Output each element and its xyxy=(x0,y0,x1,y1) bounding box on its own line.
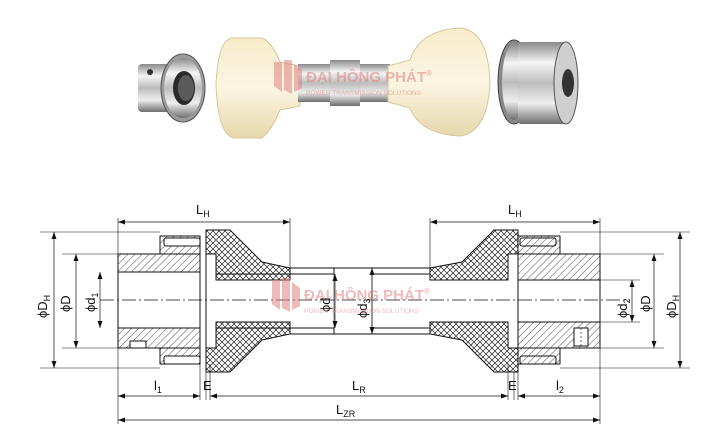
label-e-right: E xyxy=(508,378,517,393)
label-lr: LR xyxy=(352,378,366,395)
logo-icon xyxy=(274,60,302,94)
right-spider-image xyxy=(387,27,491,137)
label-l1: l1 xyxy=(154,378,162,395)
right-hub-section xyxy=(517,235,601,365)
shaft-section xyxy=(216,267,430,335)
product-photo xyxy=(138,27,579,139)
technical-drawing xyxy=(40,218,690,424)
watermark-brand: ĐẠI HỒNG PHÁT® xyxy=(304,286,430,304)
label-lh-left: LH xyxy=(196,202,210,219)
label-dh-right: ϕDH xyxy=(664,295,681,318)
logo-icon xyxy=(272,278,300,312)
label-d2: ϕd2 xyxy=(615,298,632,318)
watermark-tagline: POWER TRANSMISSION SOLUTIONS xyxy=(306,90,422,97)
label-d1: ϕd1 xyxy=(83,292,100,312)
right-hub-image xyxy=(497,39,579,125)
label-d-right: ϕD xyxy=(638,295,653,312)
label-lzr: LZR xyxy=(336,402,356,419)
label-d3: ϕd3 xyxy=(355,298,372,318)
label-d: ϕd xyxy=(318,297,333,312)
watermark-drawing: ĐẠI HỒNG PHÁT® POWER TRANSMISSION SOLUTI… xyxy=(272,278,430,315)
shaft-image xyxy=(298,60,390,106)
label-d-left: ϕD xyxy=(58,295,73,312)
dimension-labels: LH LH ϕDH ϕD ϕd1 ϕd ϕd3 ϕd2 ϕD ϕDH l1 E … xyxy=(35,202,681,419)
label-lh-right: LH xyxy=(508,202,522,219)
label-dh-left: ϕDH xyxy=(35,295,52,318)
label-l2: l2 xyxy=(556,378,564,395)
watermark-brand: ĐẠI HỒNG PHÁT® xyxy=(306,68,432,86)
left-hub-image xyxy=(138,53,206,123)
label-e-left: E xyxy=(203,378,212,393)
watermark-top: ĐẠI HỒNG PHÁT® POWER TRANSMISSION SOLUTI… xyxy=(274,60,432,97)
left-spider-section xyxy=(163,229,291,373)
watermark-tagline: POWER TRANSMISSION SOLUTIONS xyxy=(304,308,420,315)
